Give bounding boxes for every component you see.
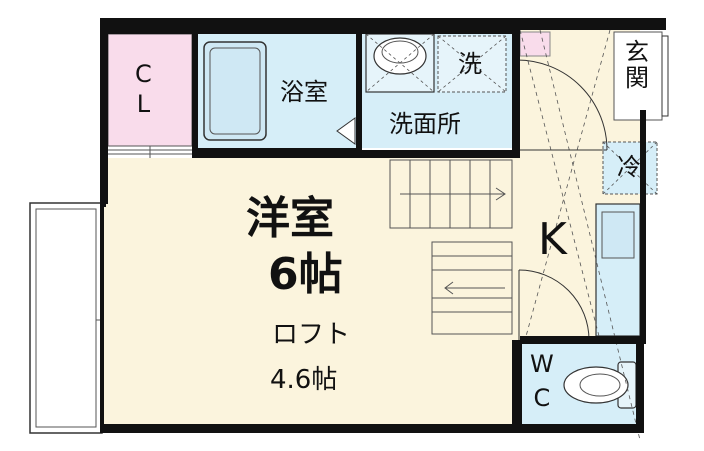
bathroom-label: 浴室	[280, 78, 328, 106]
closet-label: C L	[135, 60, 152, 118]
stairs-upper	[389, 159, 513, 229]
washer-label: 洗	[458, 50, 482, 78]
washroom-label: 洗面所	[389, 110, 461, 138]
western-room-name: 洋室	[246, 193, 334, 244]
entrance-area	[613, 31, 663, 121]
closet-area	[107, 33, 193, 147]
western-room-size: 6帖	[268, 249, 343, 300]
toilet-bowl	[563, 366, 629, 404]
stairs-lower	[431, 241, 513, 335]
kitchen-label: K	[538, 214, 567, 265]
toilet-label: W C	[530, 350, 554, 412]
shoe-box	[519, 31, 551, 57]
entrance-label: 玄 関	[625, 38, 649, 92]
loft-size: 4.6帖	[270, 365, 338, 395]
entrance-door	[516, 59, 608, 151]
fridge-label: 冷	[617, 153, 641, 181]
bathroom-door	[336, 117, 356, 145]
bathtub	[203, 41, 267, 141]
western-room-floor	[102, 158, 517, 430]
kitchen-door	[518, 269, 590, 341]
balcony	[29, 202, 110, 434]
walls	[100, 18, 666, 433]
loft-name: ロフト	[272, 320, 351, 350]
